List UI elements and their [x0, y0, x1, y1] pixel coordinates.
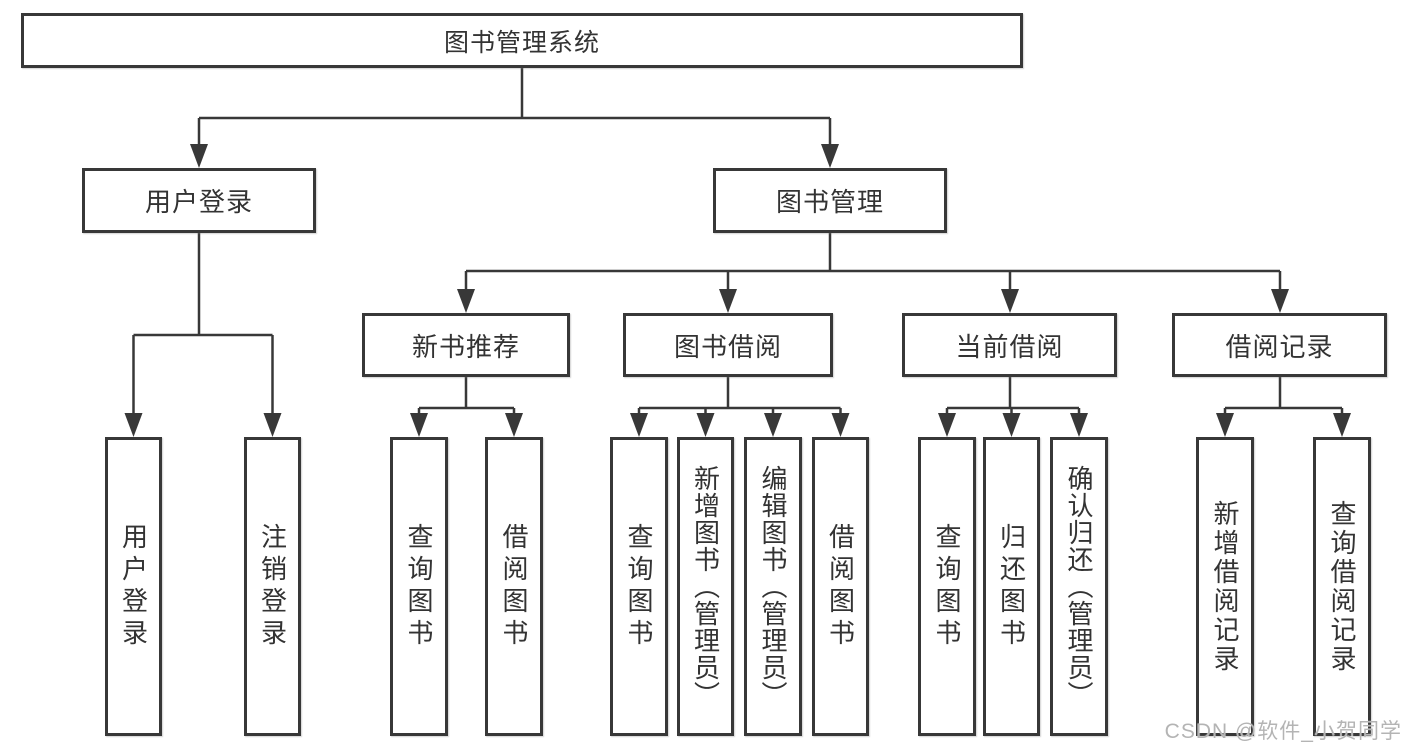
arrowhead-icon [505, 413, 523, 437]
leaf-current-confirm-return-admin: 确认归还（管理员） [1050, 437, 1108, 736]
arrowhead-icon [1001, 289, 1019, 313]
arrowhead-icon [696, 413, 715, 437]
leaf-user-login: 用户登录 [105, 437, 162, 736]
leaf-newrec-borrow-book: 借阅图书 [485, 437, 543, 736]
leaf-borrow-borrow-book: 借阅图书 [812, 437, 869, 736]
leaf-borrow-query-book: 查询图书 [610, 437, 668, 736]
leaf-borrow-add-book-admin: 新增图书（管理员） [677, 437, 734, 736]
node-user-login: 用户登录 [82, 168, 316, 233]
arrowhead-icon [1002, 413, 1021, 437]
watermark: CSDN @软件_小贺同学 [1164, 720, 1402, 743]
arrowhead-icon [1271, 289, 1289, 313]
arrowhead-icon [457, 289, 475, 313]
leaf-borrow-edit-book-admin: 编辑图书（管理员） [744, 437, 802, 736]
node-book-management: 图书管理 [713, 168, 947, 233]
arrowhead-icon [719, 289, 737, 313]
arrowhead-icon [821, 144, 839, 168]
leaf-record-query-record: 查询借阅记录 [1313, 437, 1371, 736]
arrowhead-icon [764, 413, 782, 437]
leaf-logout: 注销登录 [244, 437, 301, 736]
node-library-system: 图书管理系统 [21, 13, 1023, 68]
leaf-current-return-book: 归还图书 [983, 437, 1040, 736]
arrowhead-icon [263, 413, 282, 437]
leaf-current-query-book: 查询图书 [918, 437, 976, 736]
arrowhead-icon [1216, 413, 1234, 437]
leaf-newrec-query-book: 查询图书 [390, 437, 448, 736]
arrowhead-icon [190, 144, 208, 168]
node-borrow-record: 借阅记录 [1172, 313, 1387, 377]
node-book-borrow: 图书借阅 [623, 313, 833, 377]
arrowhead-icon [124, 413, 143, 437]
arrowhead-icon [410, 413, 428, 437]
arrowhead-icon [630, 413, 648, 437]
arrowhead-icon [831, 413, 850, 437]
node-current-borrow: 当前借阅 [902, 313, 1117, 377]
node-new-book-recommend: 新书推荐 [362, 313, 570, 377]
arrowhead-icon [938, 413, 956, 437]
leaf-record-add-record: 新增借阅记录 [1196, 437, 1254, 736]
arrowhead-icon [1070, 413, 1088, 437]
arrowhead-icon [1333, 413, 1351, 437]
